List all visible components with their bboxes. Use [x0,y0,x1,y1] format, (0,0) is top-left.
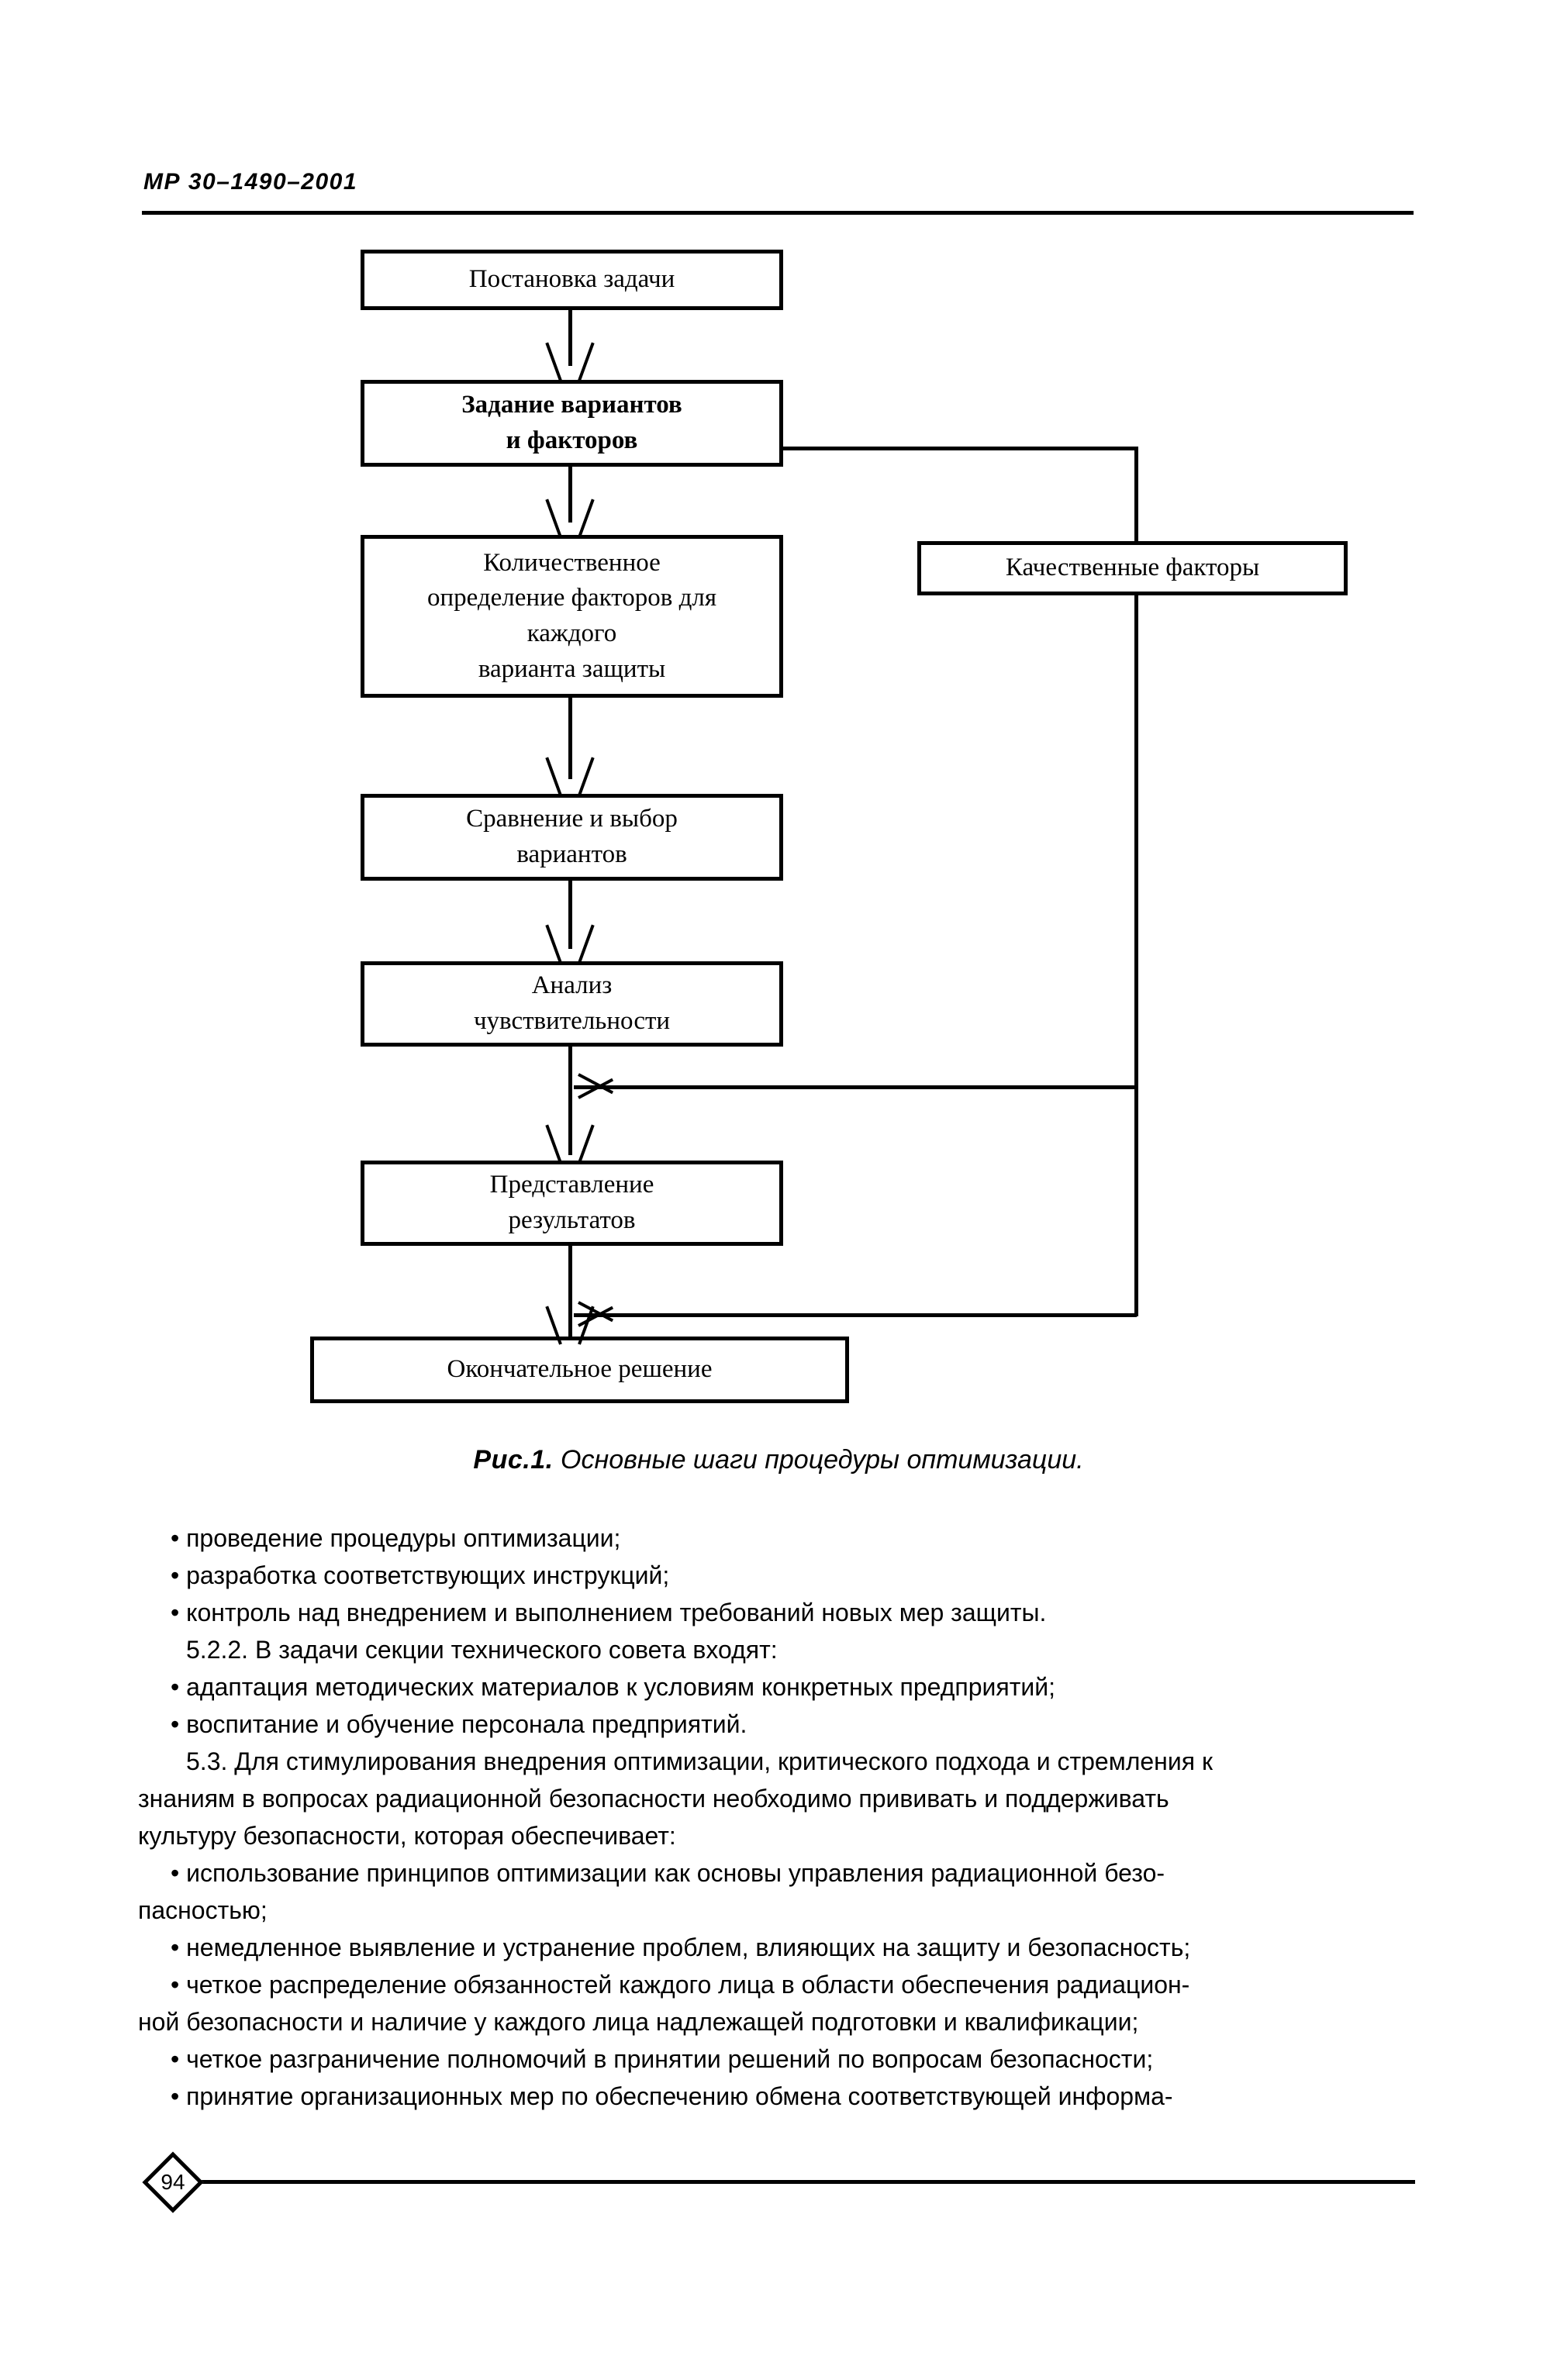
page-number-badge: 94 [142,2151,204,2213]
body-line: • немедленное выявление и устранение про… [171,1933,1191,1961]
arrowhead-down-to-presentation [545,1124,595,1164]
flow-box-qualitative-factors: Качественные факторы [917,541,1348,595]
body-line: • проведение процедуры оптимизации; [171,1524,621,1552]
arrowhead-down-to-comparison [545,757,595,796]
body-line: пасностью; [138,1896,268,1924]
header-rule [142,211,1414,215]
body-line: • контроль над внедрением и выполнением … [171,1599,1047,1626]
flow-box-problem-statement: Постановка задачи [361,250,783,310]
figure-caption-number: Рис.1. [473,1445,554,1475]
body-line: • четкое разграничение полномочий в прин… [171,2045,1154,2073]
figure-caption-text: Основные шаги процедуры оптимизации. [553,1445,1084,1475]
connector-qualitative-feedback-to-presentation [574,1085,1137,1089]
arrowhead-down-to-variants [545,342,595,381]
body-text: • проведение процедуры оптимизации; • ра… [138,1519,1425,2115]
flow-box-final-decision: Окончательное решение [310,1337,849,1403]
body-line: • использование принципов оптимизации ка… [171,1859,1165,1887]
figure-flowchart: Постановка задачи Задание вариантов и фа… [310,250,1348,1403]
connector-quantitative-to-comparison [568,698,572,779]
flow-box-sensitivity-analysis: Анализ чувствительности [361,961,783,1047]
body-line: 5.2.2. В задачи секции технического сове… [186,1636,778,1664]
arrowhead-down-to-final-decision [545,1306,595,1345]
arrowhead-down-to-sensitivity [545,924,595,964]
body-line: • принятие организационных мер по обеспе… [171,2082,1173,2110]
flow-box-variants-factors: Задание вариантов и факторов [361,380,783,467]
flow-box-comparison-selection: Сравнение и выбор вариантов [361,794,783,881]
body-line: • воспитание и обучение персонала предпр… [171,1710,747,1738]
arrowhead-left-into-presentation-path [560,1068,614,1104]
connector-qualitative-feedback-to-final-decision [574,1313,1137,1317]
arrowhead-down-to-quantitative [545,498,595,538]
body-line: • разработка соответствующих инструкций; [171,1561,670,1589]
body-line: 5.3. Для стимулирования внедрения оптими… [186,1747,1213,1775]
figure-caption: Рис.1. Основные шаги процедуры оптимизац… [0,1445,1557,1475]
footer-rule [198,2180,1415,2184]
connector-sensitivity-to-presentation [568,1047,572,1155]
connector-qualitative-vertical-trunk [1134,447,1138,1316]
flow-box-quantitative-determination: Количественное определение факторов для … [361,535,783,698]
connector-problem-to-variants [568,310,572,366]
connector-presentation-to-final-decision [568,1246,572,1337]
body-line: • адаптация методических материалов к ус… [171,1673,1056,1701]
body-line: культуру безопасности, которая обеспечив… [138,1822,676,1850]
connector-comparison-to-sensitivity [568,881,572,949]
body-line: ной безопасности и наличие у каждого лиц… [138,2008,1139,2036]
connector-variants-to-quantitative [568,467,572,523]
body-line: знаниям в вопросах радиационной безопасн… [138,1785,1169,1813]
body-line: • четкое распределение обязанностей кажд… [171,1971,1190,1999]
page-number: 94 [161,2170,185,2194]
flow-box-presentation-of-results: Представление результатов [361,1161,783,1246]
connector-variants-to-qualitative-horizontal [781,447,1138,450]
running-header-document-number: МР 30–1490–2001 [143,169,358,195]
